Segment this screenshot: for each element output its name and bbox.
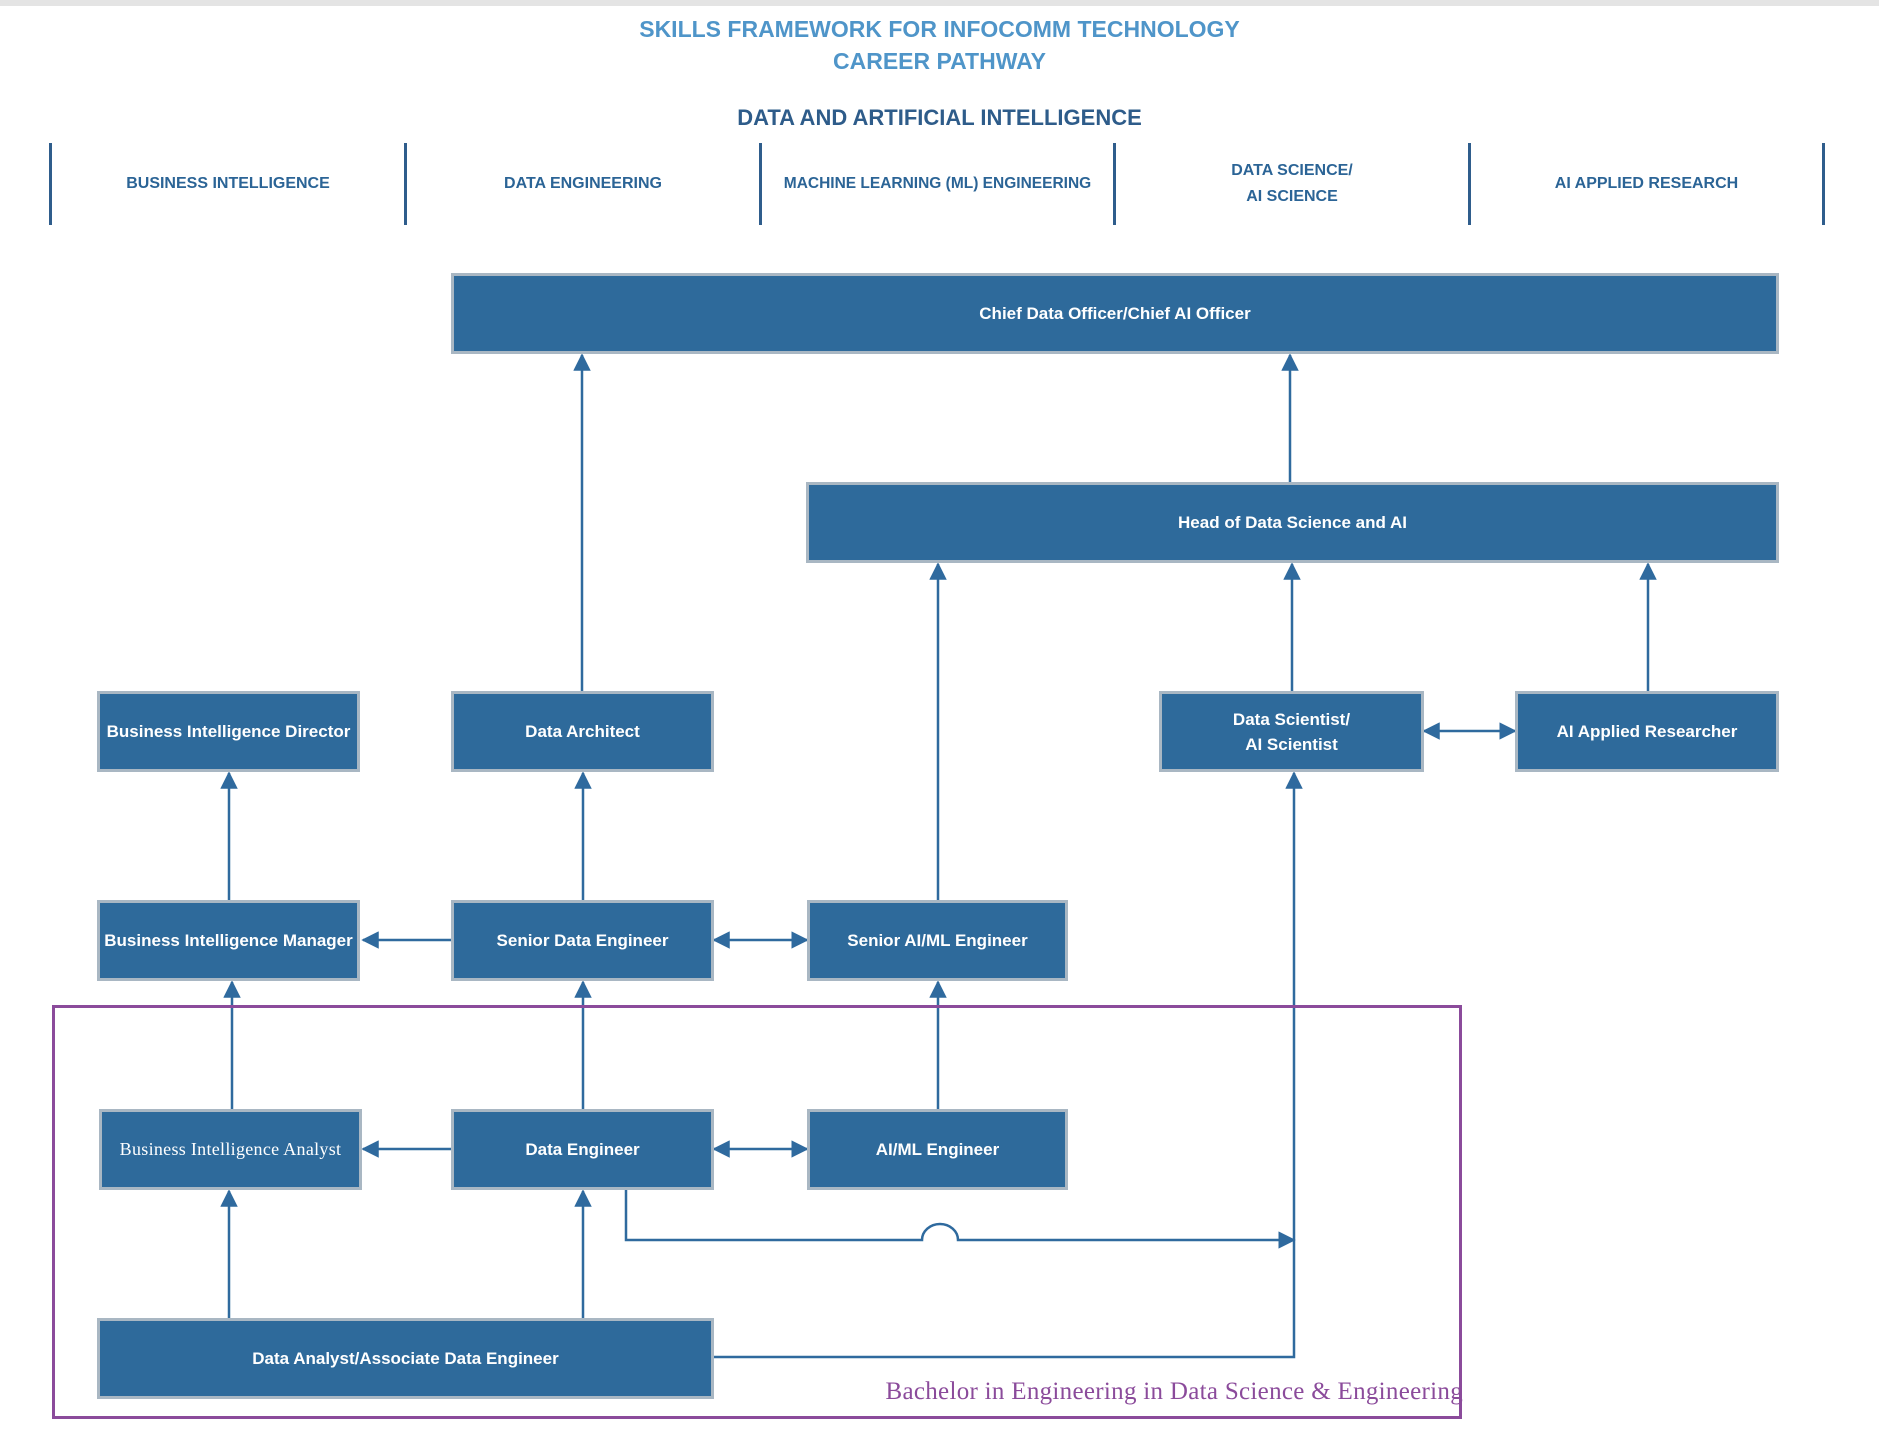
arrow-de-to-scientist-crossing bbox=[624, 1188, 1296, 1249]
role-data-engineer: Data Engineer bbox=[451, 1109, 714, 1190]
role-bi-manager: Business Intelligence Manager bbox=[97, 900, 360, 981]
track-divider bbox=[759, 143, 762, 225]
role-chief-data-officer: Chief Data Officer/Chief AI Officer bbox=[451, 273, 1779, 354]
education-scope-frame bbox=[52, 1005, 1462, 1419]
role-data-analyst: Data Analyst/Associate Data Engineer bbox=[97, 1318, 714, 1399]
top-bar bbox=[0, 0, 1879, 6]
page-title-line1: SKILLS FRAMEWORK FOR INFOCOMM TECHNOLOGY bbox=[639, 16, 1240, 42]
role-bi-director: Business Intelligence Director bbox=[97, 691, 360, 772]
page-title-line2: CAREER PATHWAY bbox=[833, 48, 1046, 74]
role-aiml-engineer: AI/ML Engineer bbox=[807, 1109, 1068, 1190]
role-bi-analyst: Business Intelligence Analyst bbox=[99, 1109, 362, 1190]
track-divider bbox=[1822, 143, 1825, 225]
arrow-analyst-to-scientist bbox=[714, 771, 1303, 1359]
education-label: Bachelor in Engineering in Data Science … bbox=[885, 1378, 1463, 1405]
track-divider bbox=[1468, 143, 1471, 225]
track-ai-applied-research: AI APPLIED RESEARCH bbox=[1554, 175, 1739, 192]
track-divider bbox=[404, 143, 407, 225]
track-data-science: DATA SCIENCE/ AI SCIENCE bbox=[1231, 162, 1353, 205]
track-divider bbox=[49, 143, 52, 225]
track-divider bbox=[1113, 143, 1116, 225]
role-ai-applied-researcher: AI Applied Researcher bbox=[1515, 691, 1779, 772]
role-senior-aiml-engineer: Senior AI/ML Engineer bbox=[807, 900, 1068, 981]
track-business-intelligence: BUSINESS INTELLIGENCE bbox=[126, 175, 330, 192]
role-senior-data-engineer: Senior Data Engineer bbox=[451, 900, 714, 981]
role-head-data-science-ai: Head of Data Science and AI bbox=[806, 482, 1779, 563]
page-subtitle: DATA AND ARTIFICIAL INTELLIGENCE bbox=[737, 105, 1142, 130]
role-data-scientist: Data Scientist/ AI Scientist bbox=[1159, 691, 1424, 772]
track-data-engineering: DATA ENGINEERING bbox=[504, 175, 662, 192]
role-data-architect: Data Architect bbox=[451, 691, 714, 772]
track-ml-engineering: MACHINE LEARNING (ML) ENGINEERING bbox=[783, 175, 1092, 192]
